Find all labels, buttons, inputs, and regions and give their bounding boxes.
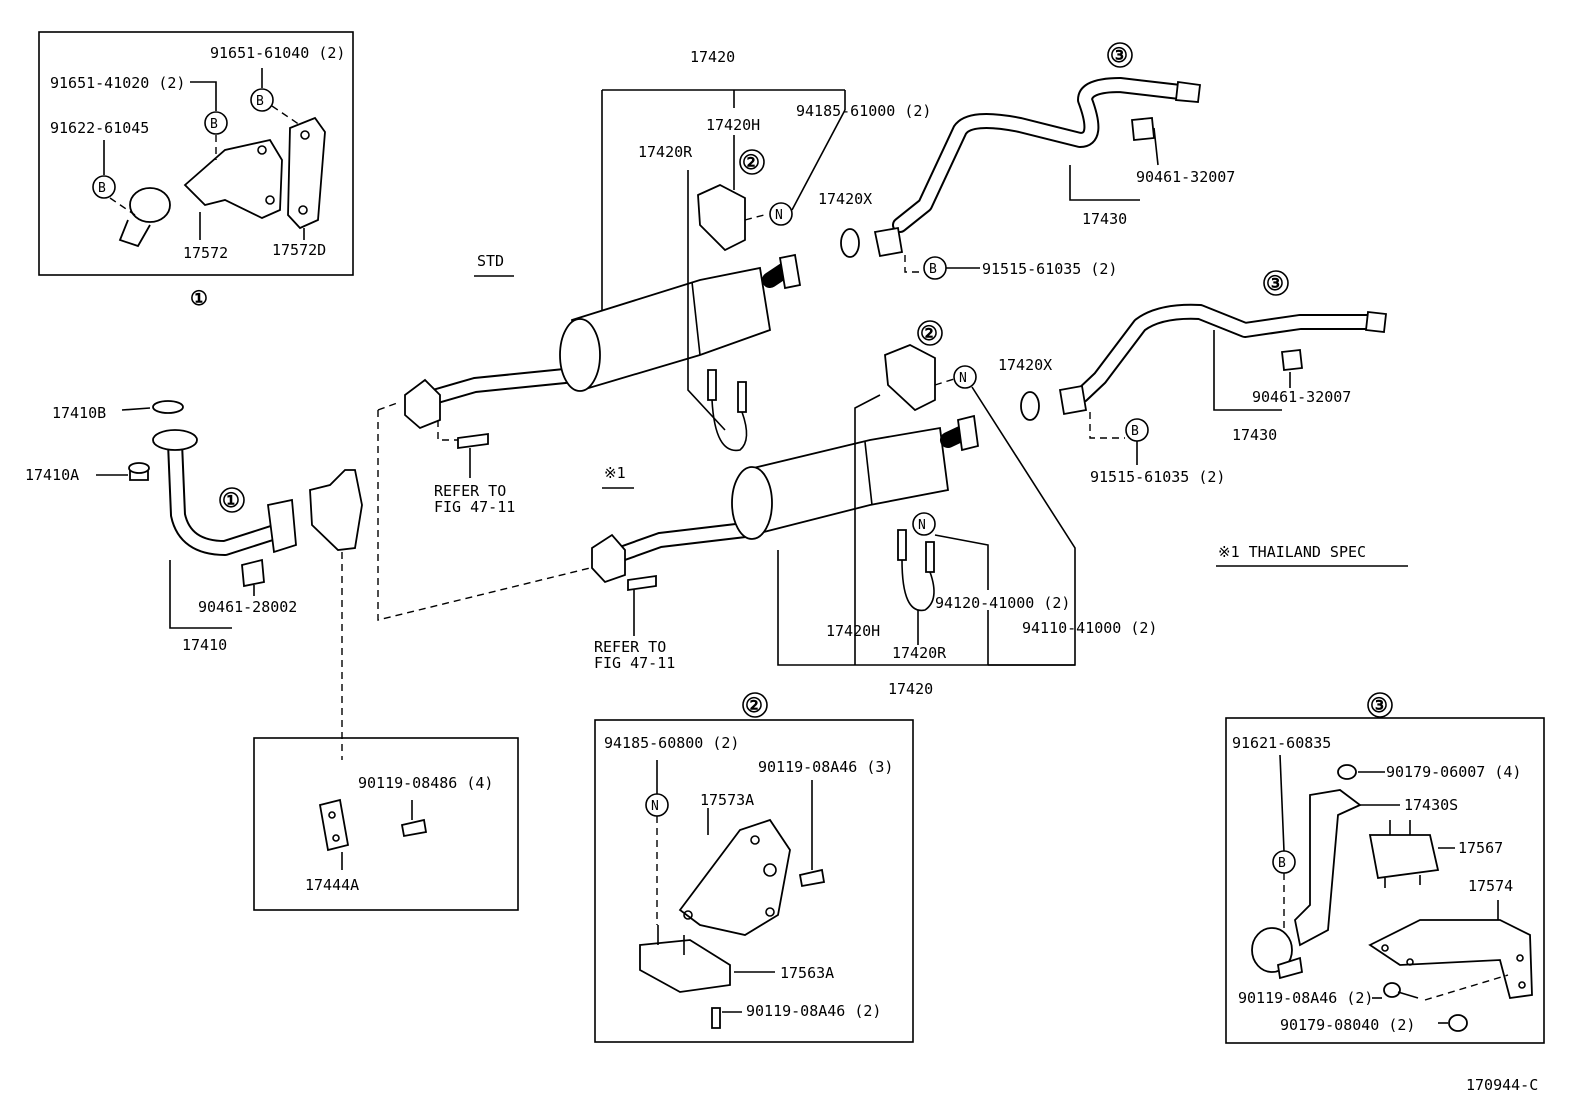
detail-box-3: B 91621-60835 90179-06007 (4) 17430S 175… [1225, 717, 1545, 1044]
bolt-b-symbol [92, 175, 116, 199]
detail-box-2: N 94185-60800 (2) 90119-08A46 (3) 17573A… [594, 719, 914, 1043]
label-90461-32007-top: 90461-32007 [1136, 168, 1235, 186]
front-pipe-17410: 17410B 17410A ① 90461-28002 17410 [25, 400, 297, 654]
label-17410A: 17410A [25, 466, 79, 484]
label-90119-08A46-2b: 90119-08A46 (2) [1238, 989, 1373, 1007]
label-17574: 17574 [1468, 877, 1513, 895]
marker-1-pipe: ① [222, 488, 240, 512]
marker-2-top: ② [742, 150, 760, 174]
detail-box-17444A: 90119-08486 (4) 17444A [253, 737, 519, 911]
thailand-muffler-assembly: ※1 REFER TO FIG 47-11 N N ② 94120-41000 … [591, 320, 1157, 698]
svg-text:B: B [256, 94, 264, 109]
label-17444A: 17444A [305, 876, 359, 894]
label-17420R-top: 17420R [638, 143, 693, 161]
svg-text:B: B [1278, 856, 1286, 871]
label-17430S: 17430S [1404, 796, 1458, 814]
marker-1-box: ① [190, 286, 208, 310]
label-90179-06007: 90179-06007 (4) [1386, 763, 1521, 781]
label-91651-41020: 91651-41020 (2) [50, 74, 185, 92]
label-91622-61045: 91622-61045 [50, 119, 149, 137]
label-17410B: 17410B [52, 404, 106, 422]
tail-pipe-top: B ③ 90461-32007 17430 17420X 91515-61035… [818, 42, 1235, 280]
marker-2-box: ② [745, 693, 763, 717]
svg-text:B: B [929, 262, 937, 277]
label-17420R-bottom: 17420R [892, 644, 947, 662]
std-muffler-assembly: STD REFER TO FIG 47-11 N 17420 17420H 17… [404, 48, 931, 516]
label-17420X-top: 17420X [818, 190, 872, 208]
label-17572D: 17572D [272, 241, 326, 259]
label-17572: 17572 [183, 244, 228, 262]
label-90461-28002: 90461-28002 [198, 598, 297, 616]
bolt-b-letter: B [98, 181, 106, 196]
figure-code: 170944-C [1466, 1076, 1538, 1094]
label-refer-to-2: REFER TO [594, 638, 666, 656]
label-17563A: 17563A [780, 964, 834, 982]
svg-text:N: N [918, 518, 926, 533]
label-17567: 17567 [1458, 839, 1503, 857]
label-94185-60800: 94185-60800 (2) [604, 734, 739, 752]
detail-box-1: B B B 91651-61040 (2) 91651-41020 (2) 91… [38, 31, 354, 276]
label-17420H-top: 17420H [706, 116, 760, 134]
svg-text:N: N [959, 371, 967, 386]
label-94185-61000: 94185-61000 (2) [796, 102, 931, 120]
label-fig-47-11-1: FIG 47-11 [434, 498, 515, 516]
label-fig-47-11-2: FIG 47-11 [594, 654, 675, 672]
label-17430-mid: 17430 [1232, 426, 1277, 444]
label-90179-08040: 90179-08040 (2) [1280, 1016, 1415, 1034]
label-94120-41000: 94120-41000 (2) [935, 594, 1070, 612]
label-94110-41000: 94110-41000 (2) [1022, 619, 1157, 637]
tail-pipe-mid: B ③ 17420X 90461-32007 17430 91515-61035… [998, 270, 1387, 486]
label-90119-08A46-2a: 90119-08A46 (2) [746, 1002, 881, 1020]
svg-text:N: N [651, 799, 659, 814]
label-17420-top: 17420 [690, 48, 735, 66]
label-refer-to-1: REFER TO [434, 482, 506, 500]
marker-3-top: ③ [1110, 43, 1128, 67]
marker-2-mid: ② [920, 321, 938, 345]
marker-3-mid: ③ [1266, 271, 1284, 295]
label-90119-08486: 90119-08486 (4) [358, 774, 493, 792]
hanger-rubber [309, 401, 591, 760]
label-thailand-spec: ※1 THAILAND SPEC [1218, 543, 1366, 561]
svg-text:N: N [775, 208, 783, 223]
label-17420H-bottom: 17420H [826, 622, 880, 640]
svg-text:B: B [1131, 424, 1139, 439]
label-17410: 17410 [182, 636, 227, 654]
label-90461-32007-mid: 90461-32007 [1252, 388, 1351, 406]
label-91621-60835: 91621-60835 [1232, 734, 1331, 752]
label-thai-mark: ※1 [604, 464, 626, 482]
label-91515-61035-mid: 91515-61035 (2) [1090, 468, 1225, 486]
label-91651-61040: 91651-61040 (2) [210, 44, 345, 62]
label-17420X-mid: 17420X [998, 356, 1052, 374]
label-91515-61035-top: 91515-61035 (2) [982, 260, 1117, 278]
label-17420-bottom: 17420 [888, 680, 933, 698]
label-90119-08A46-3: 90119-08A46 (3) [758, 758, 893, 776]
marker-3-box: ③ [1370, 693, 1388, 717]
label-17430-top: 17430 [1082, 210, 1127, 228]
svg-text:B: B [210, 117, 218, 132]
label-17573A: 17573A [700, 791, 754, 809]
label-std: STD [477, 252, 504, 270]
